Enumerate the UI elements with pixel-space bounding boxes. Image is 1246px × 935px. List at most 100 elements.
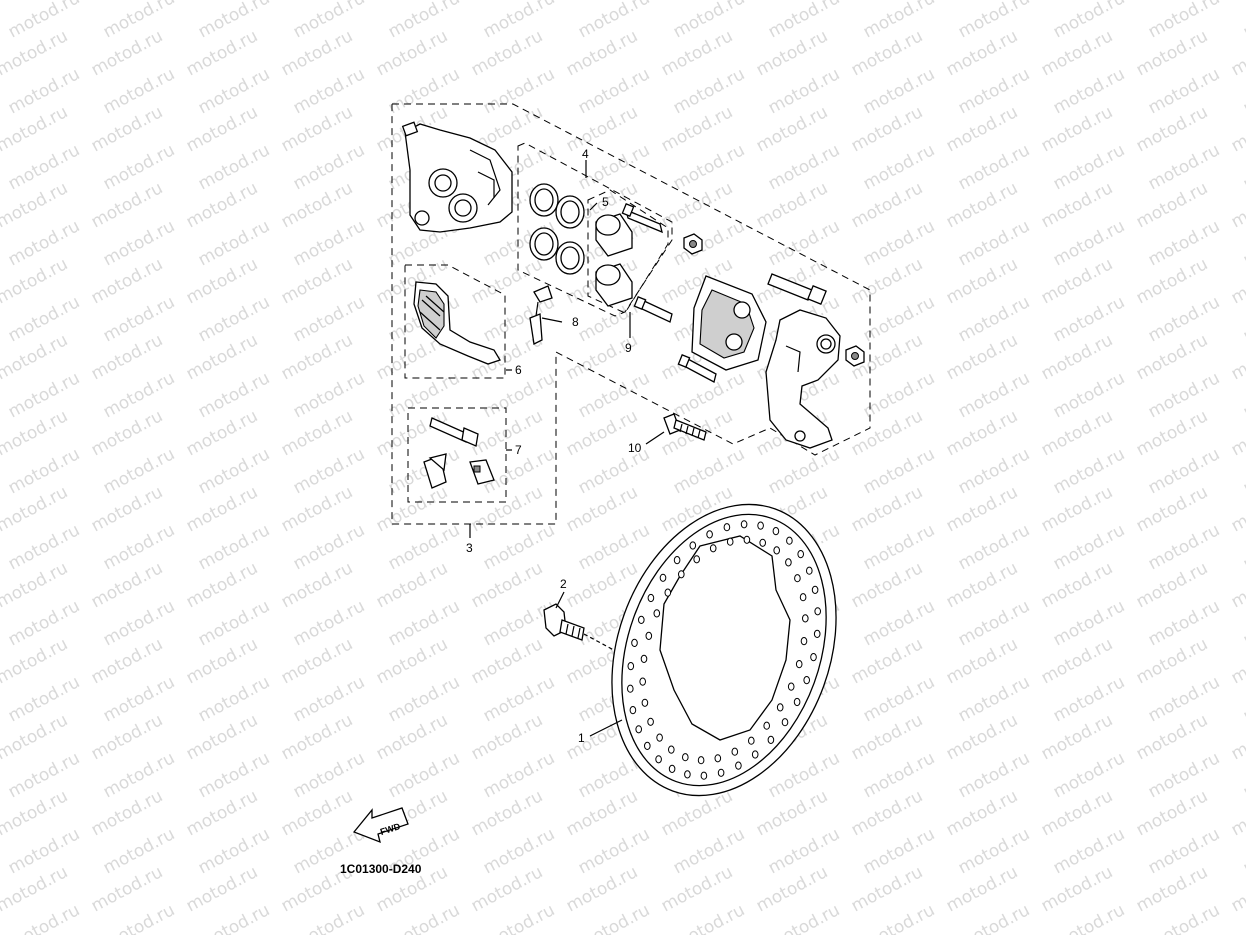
- bleed-screw: [529, 285, 553, 345]
- disc-hole: [786, 536, 793, 545]
- watermark-text: motod.ru: [1228, 862, 1246, 916]
- disc-hole: [627, 662, 635, 671]
- disc-hole: [763, 721, 771, 730]
- disc-hole: [706, 530, 713, 539]
- disc-hole: [799, 593, 807, 602]
- disc-hole: [639, 677, 647, 686]
- callout-7: 7: [515, 443, 522, 457]
- callout-numbers: 4 5 6 7 3 8 9 10 2 1: [466, 147, 642, 745]
- watermark-text: motod.ru: [1228, 406, 1246, 460]
- disc-hole: [640, 654, 648, 664]
- disc-bolt: [543, 603, 663, 677]
- diagram-code: 1C01300-D240: [340, 862, 422, 876]
- disc-hole: [627, 684, 634, 693]
- disc-hole: [709, 544, 717, 553]
- disc-hole: [814, 607, 822, 616]
- watermark-text: motod.ru: [1228, 786, 1246, 840]
- anti-rattle-plate: [691, 275, 767, 371]
- callout-leaders: [469, 160, 665, 737]
- mounting-bolt-10: [663, 413, 707, 441]
- callout-4: 4: [582, 147, 589, 161]
- watermark-text: motod.ru: [1228, 482, 1246, 536]
- disc-hole: [655, 755, 662, 764]
- disc-hole: [629, 706, 637, 715]
- hex-nut: [683, 233, 865, 367]
- disc-hole: [635, 725, 643, 734]
- watermark-text: motod.ru: [1228, 634, 1246, 688]
- brake-disc: [611, 503, 837, 797]
- disc-hole: [697, 756, 705, 765]
- disc-hole: [751, 750, 759, 759]
- disc-hole: [653, 609, 661, 618]
- callout-8: 8: [572, 315, 579, 329]
- disc-hole: [726, 537, 734, 546]
- brake-pads: [413, 281, 501, 365]
- watermark-text: motod.ru: [1228, 710, 1246, 764]
- watermark-text: motod.ru: [1228, 26, 1246, 80]
- disc-hole: [700, 771, 708, 780]
- disc-hole: [757, 521, 764, 530]
- watermark-text: motod.ru: [1228, 330, 1246, 384]
- disc-hole: [811, 585, 819, 595]
- disc-hole: [689, 541, 697, 550]
- disc-hole: [794, 574, 801, 583]
- disc-hole: [647, 717, 654, 726]
- disc-hole: [645, 631, 653, 641]
- disc-drill-holes: [627, 520, 822, 780]
- callout-3: 3: [466, 541, 473, 555]
- fwd-arrow-icon: FWD: [352, 807, 409, 844]
- disc-hole: [656, 733, 663, 742]
- caliper-assembly-frame: [391, 103, 871, 525]
- disc-hole: [647, 593, 655, 603]
- disc-hole: [684, 770, 691, 779]
- disc-hole: [664, 588, 672, 597]
- disc-hole: [659, 573, 667, 582]
- watermark-text: motod.ru: [1228, 178, 1246, 232]
- disc-hole: [641, 698, 649, 707]
- disc-hole: [743, 535, 751, 544]
- bracket-long-bolt: [767, 273, 827, 305]
- disc-hole: [772, 527, 780, 536]
- watermark-text: motod.ru: [1228, 254, 1246, 308]
- disc-hole: [631, 638, 638, 648]
- disc-hole: [787, 682, 795, 691]
- callout-6: 6: [515, 363, 522, 377]
- disc-hole: [773, 546, 781, 555]
- disc-hole: [781, 718, 789, 727]
- pistons: [595, 213, 633, 307]
- disc-hole: [806, 566, 813, 575]
- disc-hole: [797, 550, 805, 559]
- disc-hole: [813, 629, 821, 639]
- disc-hole: [802, 614, 809, 623]
- disc-hole: [800, 637, 808, 646]
- caliper-bracket: [765, 309, 841, 449]
- watermark-text: motod.ru: [1240, 0, 1246, 42]
- callout-10: 10: [628, 441, 642, 455]
- disc-hole: [776, 703, 784, 712]
- disc-hole: [717, 768, 725, 777]
- watermark-text: motod.ru: [1228, 0, 1246, 4]
- disc-hole: [644, 741, 651, 751]
- callout-2: 2: [560, 577, 567, 591]
- disc-hole: [748, 736, 755, 745]
- disc-hole: [714, 754, 722, 763]
- disc-hole: [668, 764, 676, 774]
- caliper-body: [401, 121, 513, 233]
- disc-hole: [678, 570, 685, 579]
- watermark-text: motod.ru: [1228, 102, 1246, 156]
- disc-hole: [682, 753, 689, 762]
- disc-hole: [785, 558, 792, 567]
- disc-hole: [673, 556, 681, 565]
- disc-hole: [693, 555, 701, 564]
- disc-hole: [723, 523, 731, 532]
- disc-hole: [735, 761, 742, 770]
- caliper-bolts: [621, 203, 717, 383]
- disc-hole: [638, 615, 645, 625]
- callout-1: 1: [578, 731, 585, 745]
- disc-hole: [731, 747, 739, 756]
- callout-9: 9: [625, 341, 632, 355]
- watermark-text: motod.ru: [1228, 558, 1246, 612]
- disc-hole: [767, 735, 775, 745]
- disc-hole: [793, 697, 801, 707]
